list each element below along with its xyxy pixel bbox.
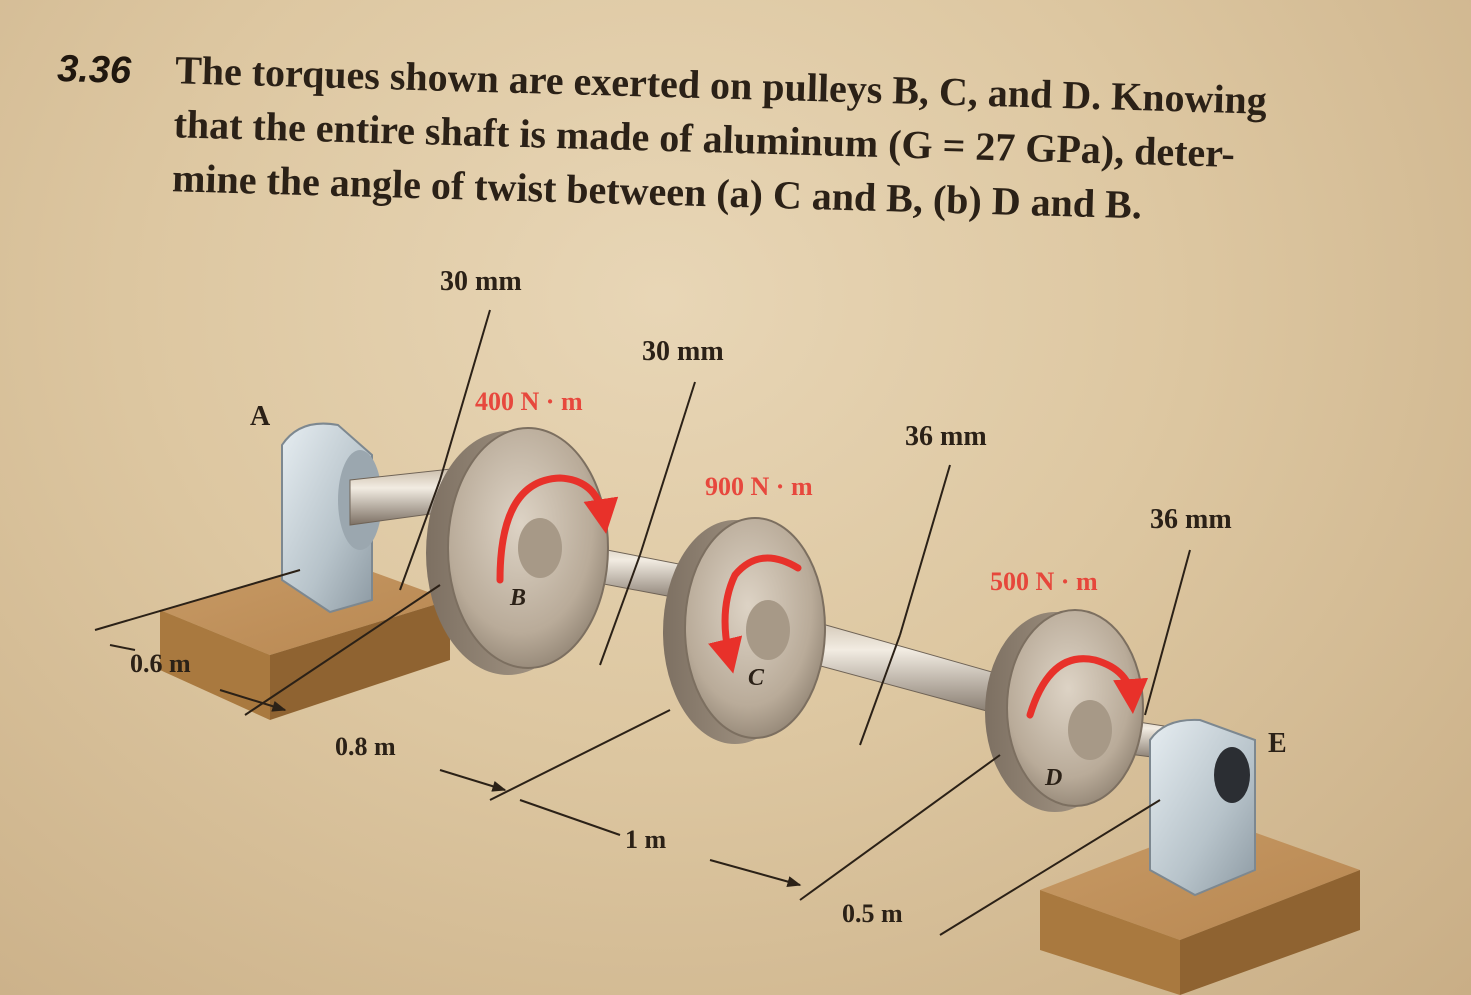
support-base-a (160, 560, 450, 720)
point-label-d: D (1044, 765, 1062, 791)
diameter-label-bc: 30 mm (642, 336, 724, 367)
torque-arrows (496, 474, 1149, 719)
pulley-c (663, 517, 826, 744)
length-label-cd: 1 m (625, 825, 667, 854)
torque-label-b: 400 N · m (475, 387, 583, 416)
torque-arrow-d (1026, 655, 1149, 719)
point-label-b: B (509, 585, 526, 611)
pulley-b (426, 427, 609, 675)
pulley-d (985, 609, 1144, 812)
torque-arrow-c (708, 554, 802, 674)
bearing-a (281, 422, 382, 614)
diameter-label-de: 36 mm (1150, 504, 1232, 535)
torque-arrow-b (496, 474, 619, 584)
torque-label-c: 900 N · m (705, 472, 813, 501)
diameter-leaders (399, 309, 1191, 746)
point-label-c: C (748, 665, 765, 691)
length-label-ab: 0.6 m (130, 649, 191, 678)
bearing-e (1149, 718, 1256, 897)
diameter-label-cd: 36 mm (905, 421, 987, 452)
torque-label-d: 500 N · m (990, 567, 1098, 596)
length-label-de: 0.5 m (842, 899, 903, 928)
diameter-label-ab: 30 mm (440, 266, 522, 297)
length-label-bc: 0.8 m (335, 732, 396, 761)
point-label-e: E (1268, 728, 1287, 759)
length-dimensions (94, 569, 1161, 936)
point-label-a: A (250, 401, 271, 432)
